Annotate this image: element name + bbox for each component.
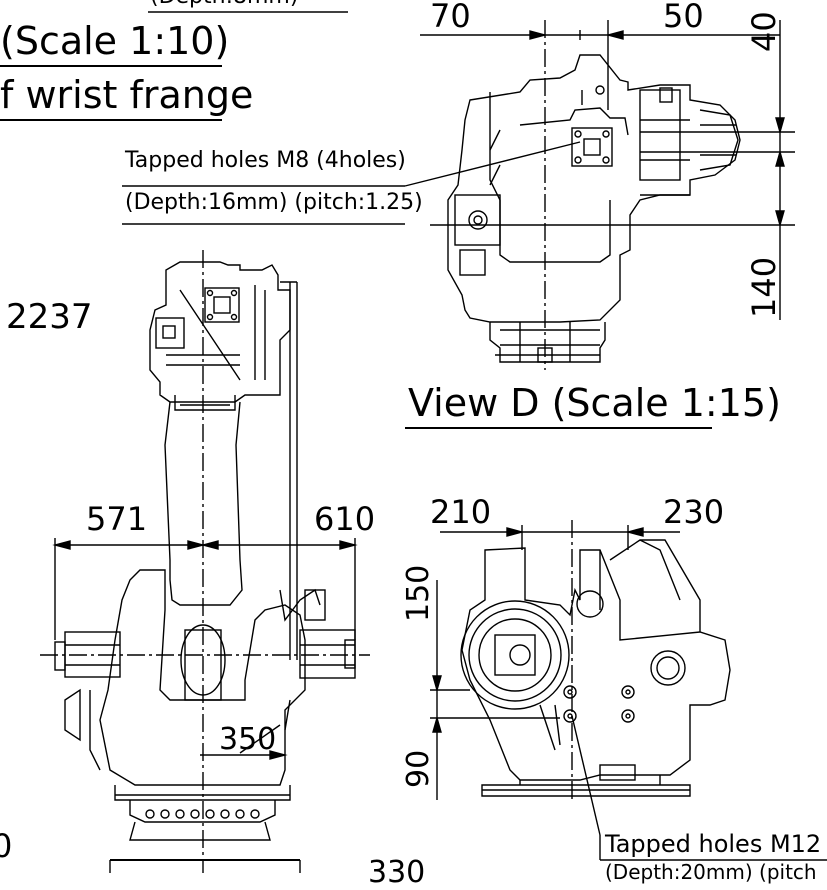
tapped-m8-line1: Tapped holes M8 (4holes) (125, 148, 406, 173)
dim-90: 90 (401, 749, 436, 788)
scale-10-title: (Scale 1:10) (0, 19, 230, 63)
depth-top-title: (Depth:8mm) (150, 0, 298, 8)
dim-330: 330 (368, 855, 426, 890)
side-view-drawing (430, 520, 827, 861)
tapped-m12-line1: Tapped holes M12 (4 (605, 830, 827, 858)
dim-230: 230 (663, 493, 725, 531)
dim-70: 70 (430, 0, 471, 35)
wrist-flange-title: f wrist frange (0, 73, 254, 117)
dim-left-bottom: 0 (0, 827, 13, 865)
view-d-drawing (420, 20, 795, 370)
dim-571: 571 (86, 500, 148, 538)
dim-150: 150 (401, 564, 436, 622)
dim-40: 40 (745, 11, 783, 52)
view-d-title: View D (Scale 1:15) (408, 381, 781, 425)
m8-note-leader (122, 141, 581, 225)
tapped-m12-line2: (Depth:20mm) (pitch (605, 860, 817, 884)
dim-210: 210 (430, 493, 492, 531)
dim-50: 50 (663, 0, 704, 35)
dim-350: 350 (219, 722, 277, 757)
tapped-m8-line2: (Depth:16mm) (pitch:1.25) (125, 190, 423, 215)
robot-main-drawing (40, 250, 370, 873)
dim-140: 140 (745, 256, 783, 318)
dim-610: 610 (314, 500, 376, 538)
base-bolt-row (145, 809, 260, 819)
dim-2237: 2237 (6, 297, 93, 337)
